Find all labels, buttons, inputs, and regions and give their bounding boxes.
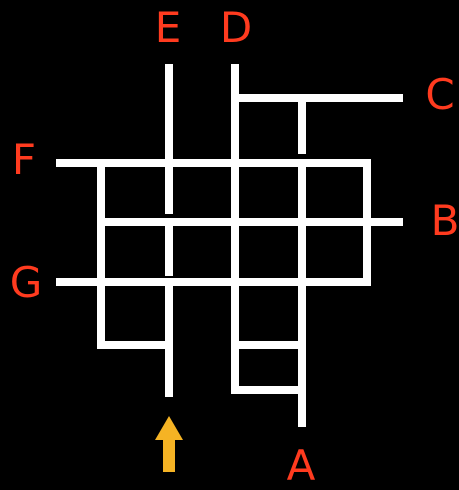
exit-label-f: F	[11, 135, 37, 184]
exit-label-c: C	[425, 70, 455, 119]
exit-label-b: B	[430, 196, 459, 245]
exit-label-d: D	[219, 3, 253, 52]
exit-label-e: E	[154, 3, 182, 52]
exit-label-a: A	[286, 441, 316, 490]
up-arrow-icon	[155, 416, 183, 472]
exit-label-g: G	[9, 258, 43, 307]
